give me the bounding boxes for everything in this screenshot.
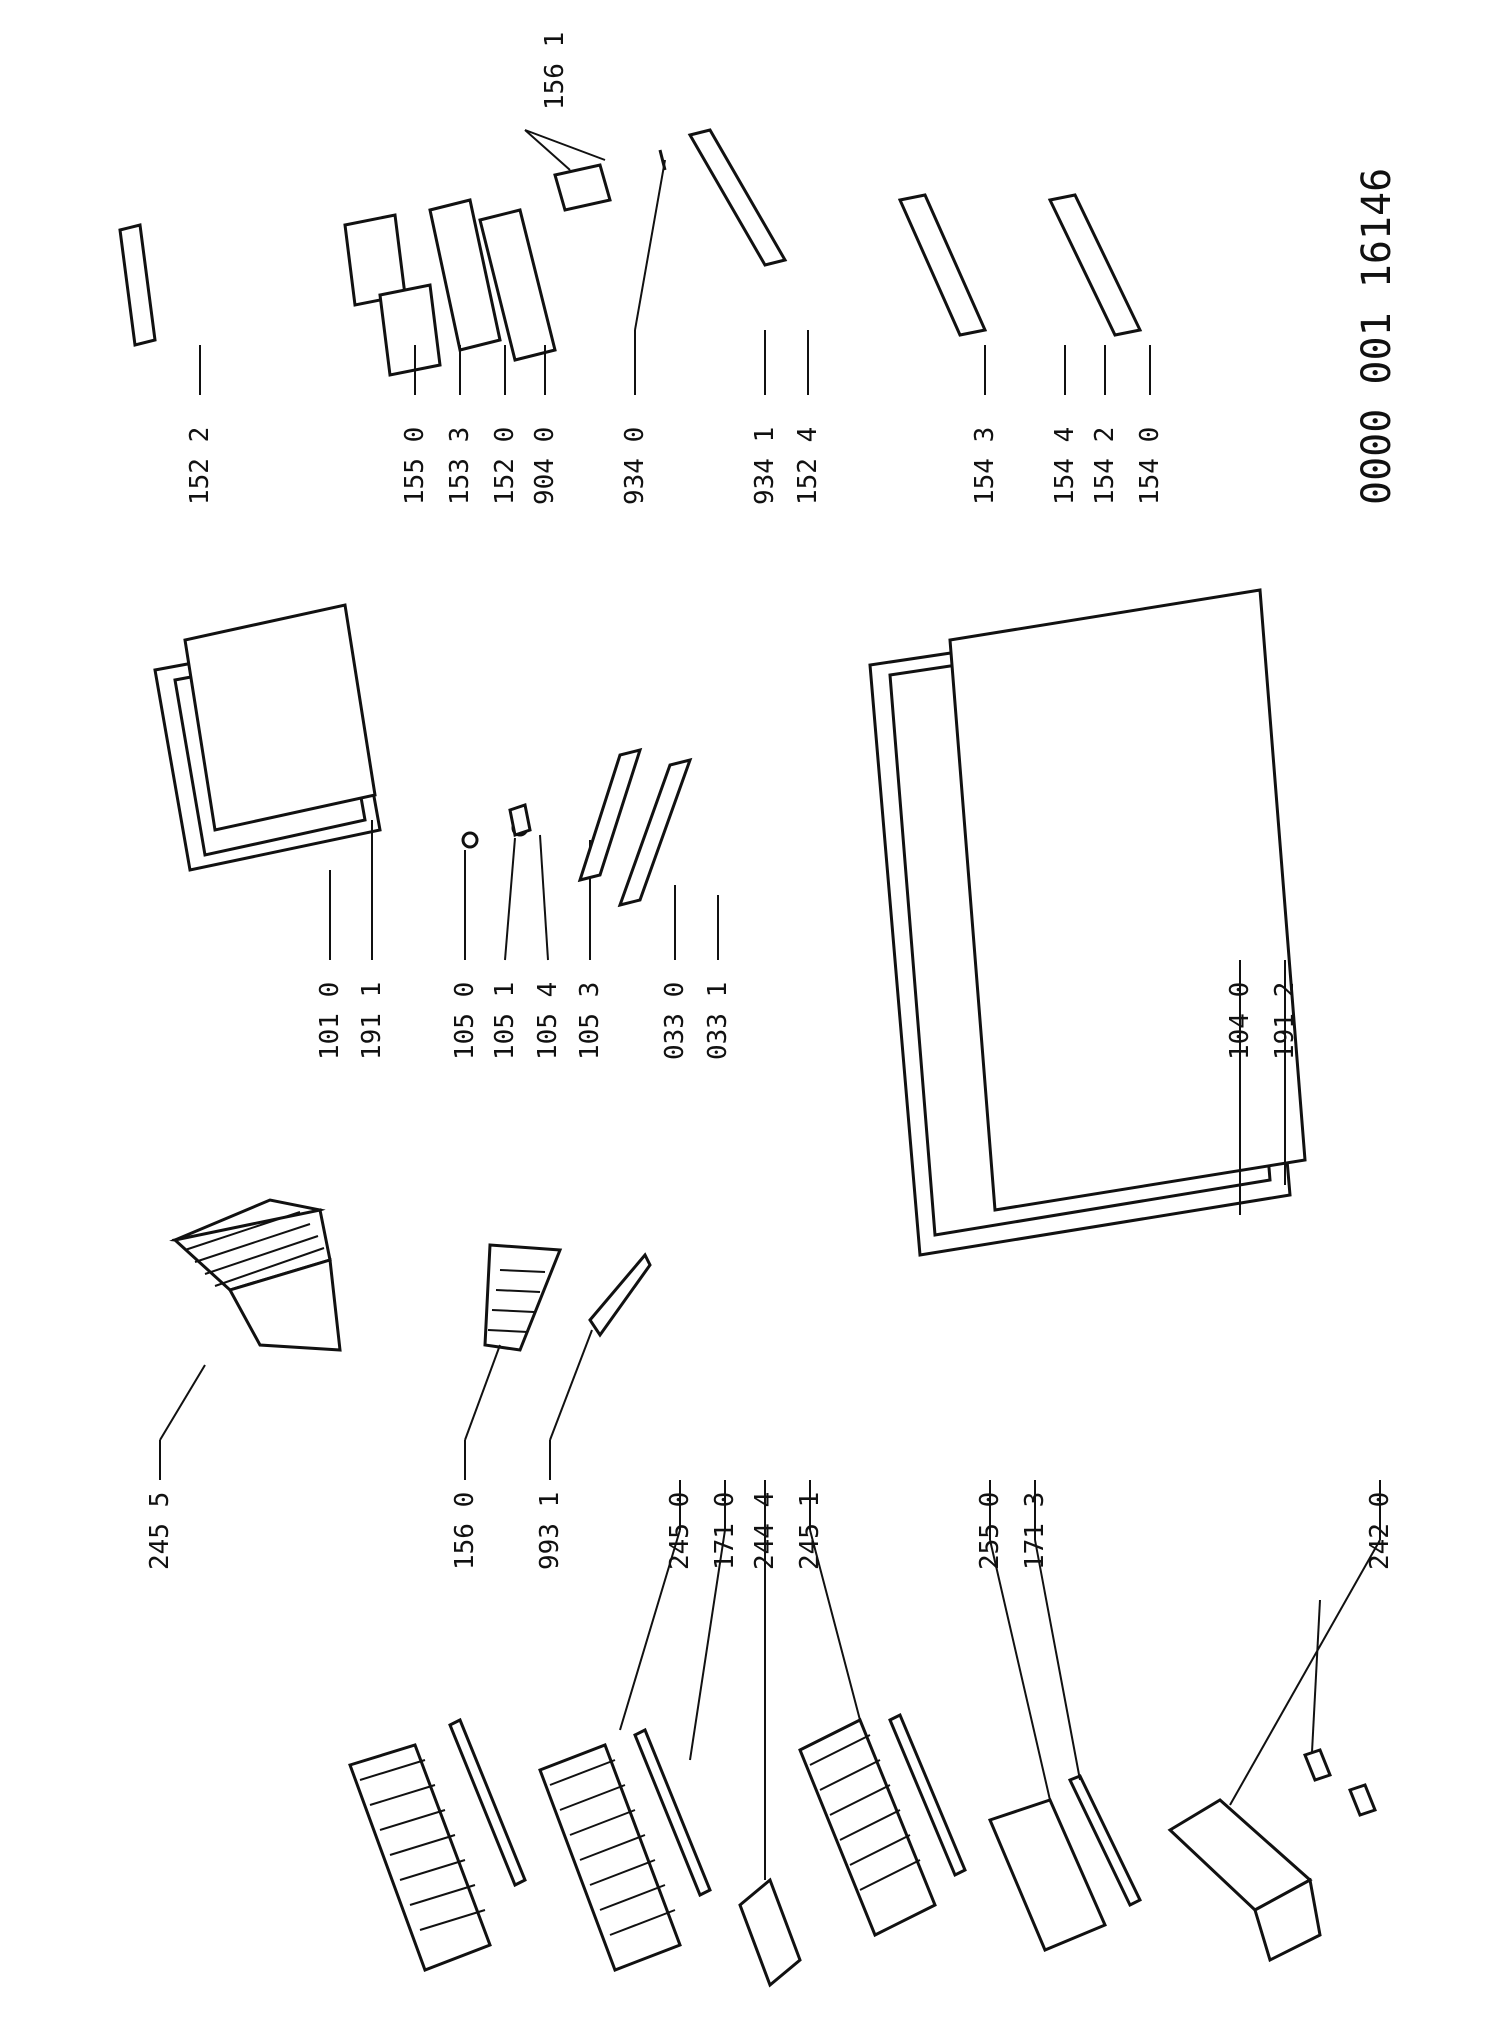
part-156-0-egg-tray: [483, 1243, 563, 1352]
label-104-0: 104 0: [1225, 982, 1255, 1060]
part-155-0-egg-tray: [343, 213, 442, 377]
part-152-2-shelf: [118, 223, 157, 347]
label-154-0: 154 0: [1135, 427, 1165, 505]
part-154-0-shelf: [1047, 193, 1143, 337]
part-191-1-gasket: [183, 603, 377, 832]
part-105-screws: [461, 803, 532, 849]
label-993-1: 993 1: [535, 1492, 565, 1570]
part-245-0-wire-shelf-b: [538, 1727, 712, 1972]
label-105-3: 105 3: [575, 982, 605, 1060]
part-191-2-gasket: [948, 588, 1307, 1212]
label-156-0: 156 0: [450, 1492, 480, 1570]
label-245-1: 245 1: [795, 1492, 825, 1570]
part-993-1-ice-tray: [588, 1252, 652, 1338]
label-152-0: 152 0: [490, 427, 520, 505]
label-105-0: 105 0: [450, 982, 480, 1060]
part-154-3-shelf: [897, 193, 988, 337]
label-171-0: 171 0: [710, 1492, 740, 1570]
label-156-1: 156 1: [540, 32, 570, 110]
label-155-0: 155 0: [400, 427, 430, 505]
label-255-0: 255 0: [975, 1492, 1005, 1570]
label-105-1: 105 1: [490, 982, 520, 1060]
label-934-0: 934 0: [620, 427, 650, 505]
label-105-4: 105 4: [533, 982, 563, 1060]
document-code: 0000 001 16146: [1354, 168, 1400, 505]
label-171-3: 171 3: [1020, 1492, 1050, 1570]
part-152-4-shelf: [687, 128, 788, 267]
label-245-5: 245 5: [145, 1492, 175, 1570]
label-154-2: 154 2: [1090, 427, 1120, 505]
label-154-3: 154 3: [970, 427, 1000, 505]
part-245-1-wire-shelf: [798, 1712, 967, 1938]
label-152-4: 152 4: [793, 427, 823, 505]
label-242-0: 242 0: [1365, 1492, 1395, 1570]
label-152-2: 152 2: [185, 427, 215, 505]
labels-layer: 245 5 156 0 993 1 245 0 171 0 244 4 245 …: [145, 32, 1400, 1570]
label-904-0: 904 0: [530, 427, 560, 505]
label-245-0: 245 0: [665, 1492, 695, 1570]
label-033-1: 033 1: [703, 982, 733, 1060]
label-191-1: 191 1: [357, 982, 387, 1060]
part-156-1-egg-rack: [553, 163, 612, 212]
part-033-0-handle: [577, 747, 693, 908]
label-934-1: 934 1: [750, 427, 780, 505]
label-033-0: 033 0: [660, 982, 690, 1060]
label-154-4: 154 4: [1050, 427, 1080, 505]
label-244-4: 244 4: [750, 1492, 780, 1570]
part-242-0-crisper-box: [1167, 1748, 1377, 1963]
label-101-0: 101 0: [315, 982, 345, 1060]
part-153-3-box: [428, 198, 502, 352]
part-245-5-shelf: [169, 1198, 342, 1352]
part-255-0-glass-plate: [987, 1774, 1142, 1952]
label-191-2: 191 2: [1270, 982, 1300, 1060]
label-153-3: 153 3: [445, 427, 475, 505]
part-152-0-tray: [478, 208, 557, 362]
part-245-0-wire-shelf: [348, 1717, 527, 1972]
part-244-4-small-grid: [738, 1877, 802, 1988]
